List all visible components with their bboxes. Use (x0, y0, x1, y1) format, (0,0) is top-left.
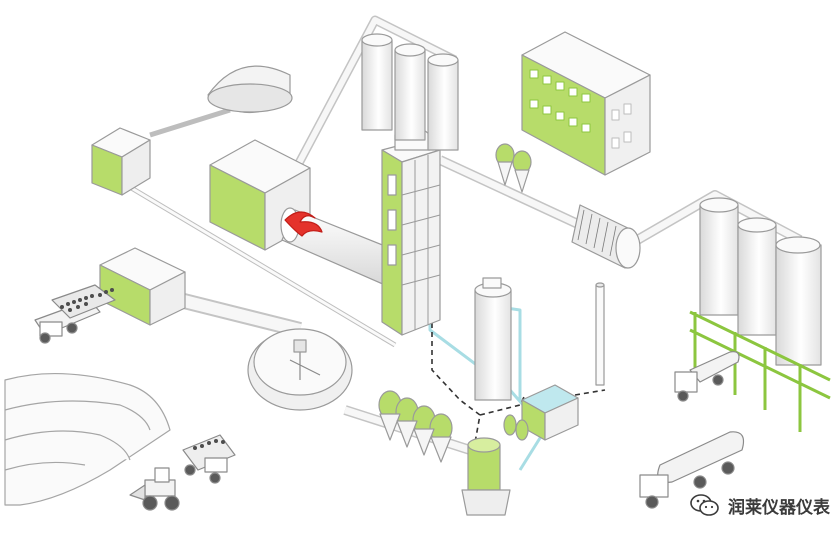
quarry-dump-truck (182, 434, 236, 484)
dust-collector (521, 384, 579, 441)
flame-icon (284, 211, 323, 237)
crusher-shed (91, 127, 151, 196)
circular-stockpile (247, 328, 353, 411)
vertical-mill (461, 437, 511, 516)
cement-tanker-truck (639, 431, 745, 509)
vehicles (34, 284, 745, 511)
office-building (521, 31, 651, 176)
bulk-truck-loading (674, 351, 740, 402)
clinker-silos (361, 33, 459, 151)
watermark-text: 润莱仪器仪表 (728, 497, 830, 518)
cyclone-separators (503, 414, 529, 441)
wheel-loader (129, 467, 180, 511)
wechat-logo-icon (690, 494, 719, 516)
raw-material-dome (207, 65, 293, 114)
dashed-flow-path (431, 260, 606, 471)
chimney-stack (595, 282, 605, 386)
additive-hoppers (495, 143, 532, 193)
preheater-tower (381, 126, 441, 336)
feed-bins (378, 390, 453, 463)
quarry (4, 372, 171, 506)
homogenizing-silo (474, 277, 512, 401)
crusher-house (99, 247, 186, 326)
cement-mill (571, 204, 641, 269)
cement-silos (689, 197, 831, 432)
watermark: 润莱仪器仪表 (690, 490, 830, 520)
rotary-kiln (280, 207, 396, 286)
dump-truck-unloading (34, 284, 116, 344)
